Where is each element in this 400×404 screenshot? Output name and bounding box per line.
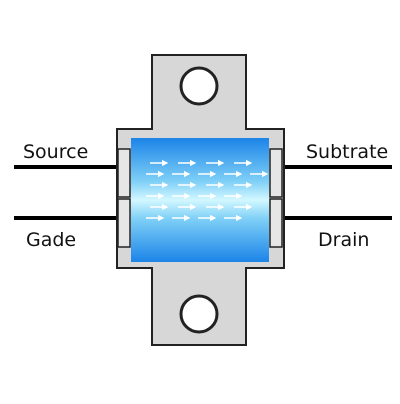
source-pad	[117, 148, 131, 198]
bottom-mount-hole	[179, 294, 219, 334]
source-label: Source	[23, 141, 89, 163]
channel-region	[131, 138, 269, 262]
top-mount-hole	[179, 66, 219, 106]
subtrate-pad	[269, 148, 283, 198]
flow-arrows	[146, 159, 269, 222]
gade-label: Gade	[26, 229, 77, 251]
gade-pad	[117, 198, 131, 248]
drain-label: Drain	[318, 229, 370, 251]
subtrate-label: Subtrate	[306, 141, 389, 163]
drain-pad	[269, 198, 283, 248]
